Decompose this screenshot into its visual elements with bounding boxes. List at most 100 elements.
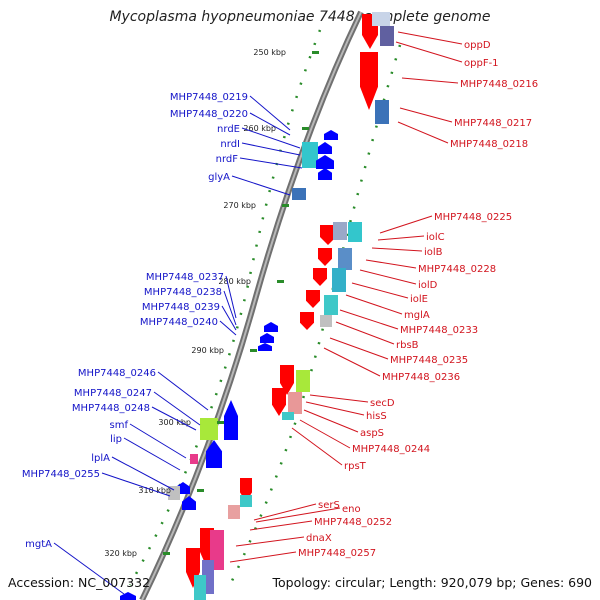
gene-feature-box xyxy=(372,12,390,26)
gene-feature-box xyxy=(194,575,206,600)
gene-label-right: MHP7448_0216 xyxy=(460,79,538,90)
leader-line xyxy=(345,294,403,315)
gene-label-right: MHP7448_0217 xyxy=(454,118,532,129)
leader-line xyxy=(225,275,237,319)
gene-label-left: MHP7448_0246 xyxy=(78,368,156,379)
leader-line xyxy=(221,305,237,331)
gene-label-right: aspS xyxy=(360,428,384,439)
gene-label-left: MHP7448_0255 xyxy=(22,469,100,480)
leader-line xyxy=(101,472,171,497)
leader-line xyxy=(291,427,343,466)
gene-label-right: MHP7448_0236 xyxy=(382,372,460,383)
leader-line xyxy=(377,235,425,241)
tick-label: 250 kbp xyxy=(253,48,286,57)
reverse-gene-arrow xyxy=(306,290,320,308)
gene-label-right: dnaX xyxy=(306,533,332,544)
gene-label-right: secD xyxy=(370,398,395,409)
leader-line xyxy=(223,290,237,326)
leader-line xyxy=(241,142,301,156)
leader-line xyxy=(305,401,365,416)
leader-line xyxy=(329,337,389,360)
tick-label: 290 kbp xyxy=(191,346,224,355)
forward-gene-arrow xyxy=(260,333,274,343)
gene-label-right: MHP7448_0257 xyxy=(298,548,376,559)
gene-label-right: MHP7448_0233 xyxy=(400,325,478,336)
tick-label: 320 kbp xyxy=(104,549,137,558)
gene-label-left: MHP7448_0220 xyxy=(170,109,248,120)
gene-feature-box xyxy=(375,100,389,124)
gene-label-left: MHP7448_0239 xyxy=(142,302,220,313)
gene-labels: MHP7448_0219MHP7448_0220nrdEnrdInrdFglyA… xyxy=(22,31,538,595)
tick-label: 280 kbp xyxy=(218,277,251,286)
gene-label-right: iolB xyxy=(424,247,443,258)
forward-gene-arrow xyxy=(324,130,338,140)
gene-feature-box xyxy=(333,222,347,240)
gene-label-right: MHP7448_0244 xyxy=(352,444,430,455)
leader-line xyxy=(241,127,301,149)
reverse-gene-arrow xyxy=(313,268,327,286)
forward-gene-arrow xyxy=(316,155,334,169)
gene-feature-box xyxy=(324,295,338,315)
gene-feature-box xyxy=(302,142,318,168)
gene-label-left: MHP7448_0219 xyxy=(170,92,248,103)
gene-feature-box xyxy=(338,248,352,270)
gene-label-left: MHP7448_0247 xyxy=(74,388,152,399)
leader-line xyxy=(309,394,369,403)
forward-gene-arrow xyxy=(224,400,238,440)
gene-feature-box xyxy=(240,495,252,507)
reverse-gene-arrow xyxy=(318,248,332,266)
leader-line xyxy=(249,112,291,136)
forward-gene-arrow xyxy=(318,168,332,180)
leader-line xyxy=(371,247,423,252)
reverse-gene-arrow xyxy=(300,312,314,330)
leader-line xyxy=(399,107,453,123)
leader-line xyxy=(397,31,463,45)
gene-label-right: iolC xyxy=(426,232,445,243)
gene-label-left: MHP7448_0238 xyxy=(144,287,222,298)
tick-label: 260 kbp xyxy=(243,124,276,133)
gene-label-right: iolD xyxy=(418,280,438,291)
leader-line xyxy=(339,309,399,330)
gene-label-left: smf xyxy=(110,420,129,431)
map-title: Mycoplasma hyopneumoniae 7448, complete … xyxy=(109,9,491,25)
leader-line xyxy=(229,551,297,563)
leader-line xyxy=(219,320,237,336)
tick-mark xyxy=(277,280,284,283)
leader-line xyxy=(249,520,313,531)
gene-label-left: lip xyxy=(110,434,122,445)
gene-label-left: lplA xyxy=(91,453,110,464)
leader-line xyxy=(253,503,317,521)
gene-label-right: MHP7448_0228 xyxy=(418,264,496,275)
gene-label-left: glyA xyxy=(208,172,230,183)
forward-gene-arrow xyxy=(264,322,278,332)
gene-label-right: MHP7448_0218 xyxy=(450,139,528,150)
gene-label-right: MHP7448_0225 xyxy=(434,212,512,223)
gene-label-right: rbsB xyxy=(396,340,419,351)
gene-label-right: rpsT xyxy=(344,461,367,472)
gene-label-right: oppD xyxy=(464,40,491,51)
leader-line xyxy=(239,157,303,169)
gene-feature-box xyxy=(282,412,294,420)
tick-mark xyxy=(302,127,309,130)
leader-line xyxy=(53,542,125,595)
tick-mark xyxy=(282,204,289,207)
gene-feature-box xyxy=(288,392,302,414)
leader-line xyxy=(395,41,463,63)
reverse-strand-genes xyxy=(186,12,394,600)
leader-line xyxy=(359,269,417,285)
genome-summary-text: Topology: circular; Length: 920,079 bp; … xyxy=(272,575,593,590)
leader-line xyxy=(129,423,187,459)
leader-line xyxy=(303,409,359,433)
tick-mark xyxy=(163,552,170,555)
gene-feature-box xyxy=(168,486,180,500)
gene-label-left: nrdF xyxy=(216,154,239,165)
forward-gene-arrow xyxy=(182,496,196,510)
gene-feature-box xyxy=(348,222,362,242)
leader-line xyxy=(323,347,381,377)
gene-label-right: iolE xyxy=(410,294,428,305)
leader-line xyxy=(379,215,433,234)
tick-mark xyxy=(197,489,204,492)
gene-feature-box xyxy=(200,418,218,440)
leader-line xyxy=(249,95,291,131)
